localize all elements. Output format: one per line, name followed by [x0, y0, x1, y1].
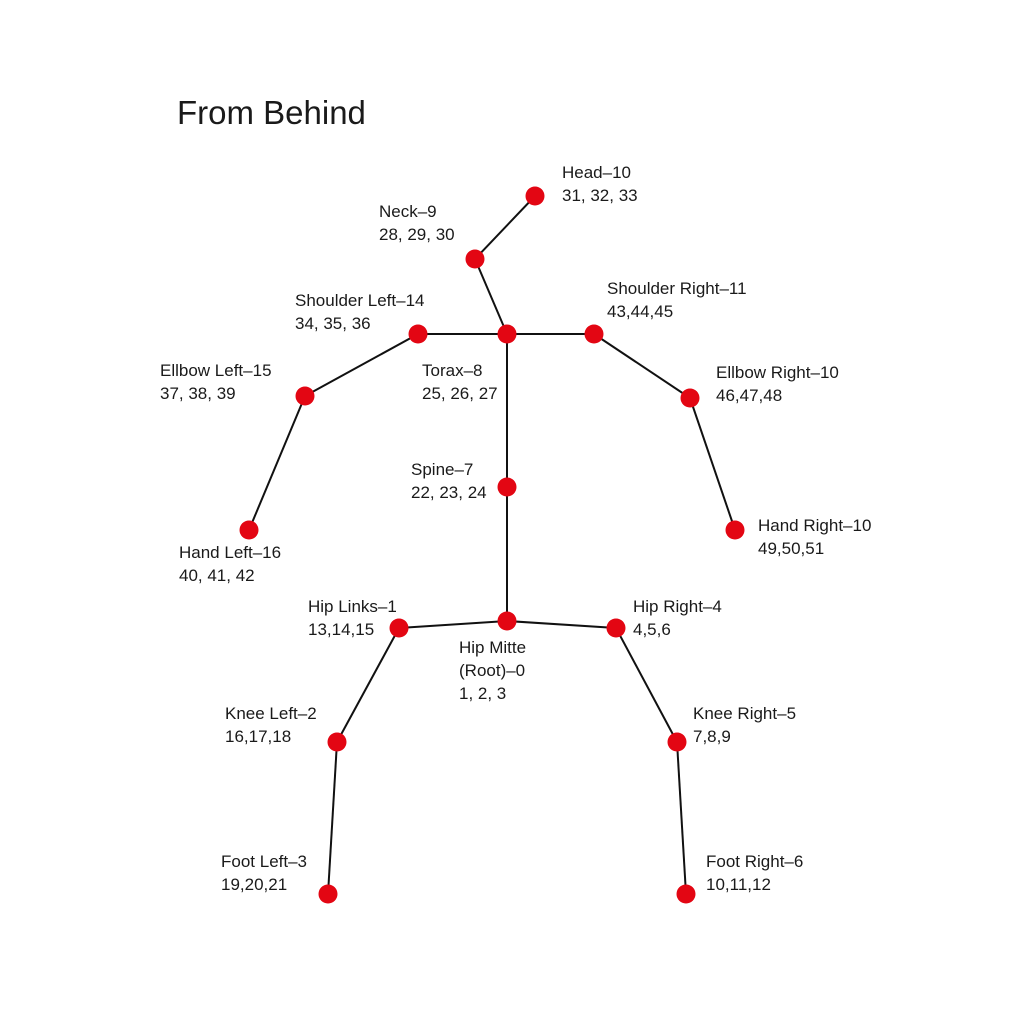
label-elbow-left: Ellbow Left–15 37, 38, 39 — [160, 361, 272, 403]
joint-shoulder-right — [584, 324, 604, 344]
joint-head — [525, 186, 545, 206]
label-knee-right: Knee Right–5 7,8,9 — [693, 704, 796, 746]
label-elbow-right: Ellbow Right–10 46,47,48 — [716, 363, 839, 405]
label-line: 40, 41, 42 — [179, 566, 255, 585]
label-line: 22, 23, 24 — [411, 483, 487, 502]
joint-hand-right — [725, 520, 745, 540]
bone-hip-mitte-to-hip-left — [398, 620, 508, 629]
joint-foot-right — [676, 884, 696, 904]
label-hand-left: Hand Left–16 40, 41, 42 — [179, 543, 281, 585]
label-line: 16,17,18 — [225, 727, 291, 746]
label-line: 46,47,48 — [716, 386, 782, 405]
joint-knee-left — [327, 732, 347, 752]
label-line: Ellbow Left–15 — [160, 361, 272, 380]
bone-hip-left-to-knee-left — [336, 627, 400, 743]
label-line: Knee Left–2 — [225, 704, 317, 723]
bone-elbow-right-to-hand-right — [689, 397, 736, 531]
label-hip-left: Hip Links–1 13,14,15 — [308, 597, 397, 639]
label-shoulder-right: Shoulder Right–11 43,44,45 — [607, 279, 747, 321]
label-line: Hip Links–1 — [308, 597, 397, 616]
label-line: 10,11,12 — [706, 875, 771, 894]
label-neck: Neck–9 28, 29, 30 — [379, 202, 455, 244]
label-line: Knee Right–5 — [693, 704, 796, 723]
bone-knee-left-to-foot-left — [327, 741, 338, 895]
label-line: 19,20,21 — [221, 875, 287, 894]
joint-elbow-left — [295, 386, 315, 406]
joint-hip-left — [389, 618, 409, 638]
label-line: 31, 32, 33 — [562, 186, 638, 205]
joint-hand-left — [239, 520, 259, 540]
label-foot-right: Foot Right–6 10,11,12 — [706, 852, 803, 894]
label-line: Hip Right–4 — [633, 597, 722, 616]
label-line: (Root)–0 — [459, 661, 525, 680]
label-line: 25, 26, 27 — [422, 384, 498, 403]
joint-shoulder-left — [408, 324, 428, 344]
label-head: Head–10 31, 32, 33 — [562, 163, 638, 205]
label-line: Ellbow Right–10 — [716, 363, 839, 382]
label-knee-left: Knee Left–2 16,17,18 — [225, 704, 317, 746]
label-line: 34, 35, 36 — [295, 314, 371, 333]
label-line: 37, 38, 39 — [160, 384, 236, 403]
bone-hip-right-to-knee-right — [615, 627, 678, 743]
label-line: Foot Right–6 — [706, 852, 803, 871]
bone-hip-mitte-to-hip-right — [506, 620, 617, 629]
label-shoulder-left: Shoulder Left–14 34, 35, 36 — [295, 291, 425, 333]
joint-foot-left — [318, 884, 338, 904]
label-line: Head–10 — [562, 163, 631, 182]
joint-hip-mitte — [497, 611, 517, 631]
label-foot-left: Foot Left–3 19,20,21 — [221, 852, 307, 894]
label-line: Shoulder Left–14 — [295, 291, 425, 310]
labels-layer: Head–10 31, 32, 33 Neck–9 28, 29, 30 Torax–8… — [160, 163, 871, 894]
label-torax: Torax–8 25, 26, 27 — [422, 361, 498, 403]
label-hip-right: Hip Right–4 4,5,6 — [633, 597, 722, 639]
label-spine: Spine–7 22, 23, 24 — [411, 460, 487, 502]
label-line: 4,5,6 — [633, 620, 671, 639]
label-line: Hip Mitte — [459, 638, 526, 657]
joints-layer — [239, 186, 745, 904]
joint-hip-right — [606, 618, 626, 638]
label-line: Hand Right–10 — [758, 516, 871, 535]
bone-head-to-neck — [474, 195, 536, 260]
bones-layer — [248, 195, 736, 895]
bone-elbow-left-to-hand-left — [248, 395, 306, 531]
bone-shoulder-left-to-elbow-left — [304, 333, 419, 397]
label-line: 49,50,51 — [758, 539, 824, 558]
label-line: Torax–8 — [422, 361, 482, 380]
label-line: 1, 2, 3 — [459, 684, 506, 703]
label-line: Spine–7 — [411, 460, 473, 479]
label-line: 28, 29, 30 — [379, 225, 455, 244]
joint-elbow-right — [680, 388, 700, 408]
label-line: Hand Left–16 — [179, 543, 281, 562]
joint-torax — [497, 324, 517, 344]
bone-knee-right-to-foot-right — [676, 741, 687, 895]
label-line: Shoulder Right–11 — [607, 279, 747, 298]
label-line: 13,14,15 — [308, 620, 374, 639]
label-line: Foot Left–3 — [221, 852, 307, 871]
label-line: 7,8,9 — [693, 727, 731, 746]
joint-spine — [497, 477, 517, 497]
joint-knee-right — [667, 732, 687, 752]
label-hand-right: Hand Right–10 49,50,51 — [758, 516, 871, 558]
bone-shoulder-right-to-elbow-right — [593, 333, 691, 399]
label-hip-mitte: Hip Mitte (Root)–0 1, 2, 3 — [459, 638, 526, 703]
diagram-title: From Behind — [177, 94, 366, 131]
joint-neck — [465, 249, 485, 269]
bone-neck-to-torax — [474, 258, 508, 335]
label-line: 43,44,45 — [607, 302, 673, 321]
label-line: Neck–9 — [379, 202, 437, 221]
